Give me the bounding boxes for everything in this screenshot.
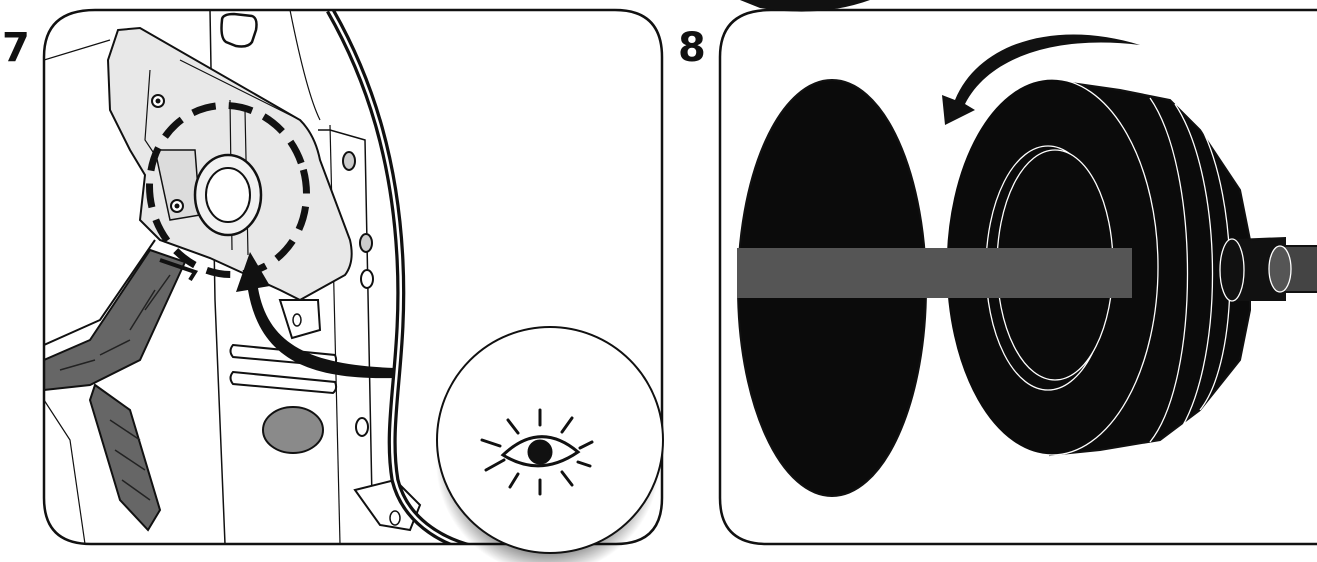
body-hole <box>343 152 355 170</box>
panel-8 <box>718 8 1317 548</box>
grey-rod <box>737 248 1132 298</box>
body-hole <box>360 234 372 252</box>
body-hole <box>356 418 368 436</box>
body-hole <box>361 270 373 288</box>
inspect-inset <box>436 327 663 562</box>
grey-plug <box>263 407 323 453</box>
drive-shaft <box>1220 238 1317 301</box>
top-clip-hole <box>222 14 257 47</box>
